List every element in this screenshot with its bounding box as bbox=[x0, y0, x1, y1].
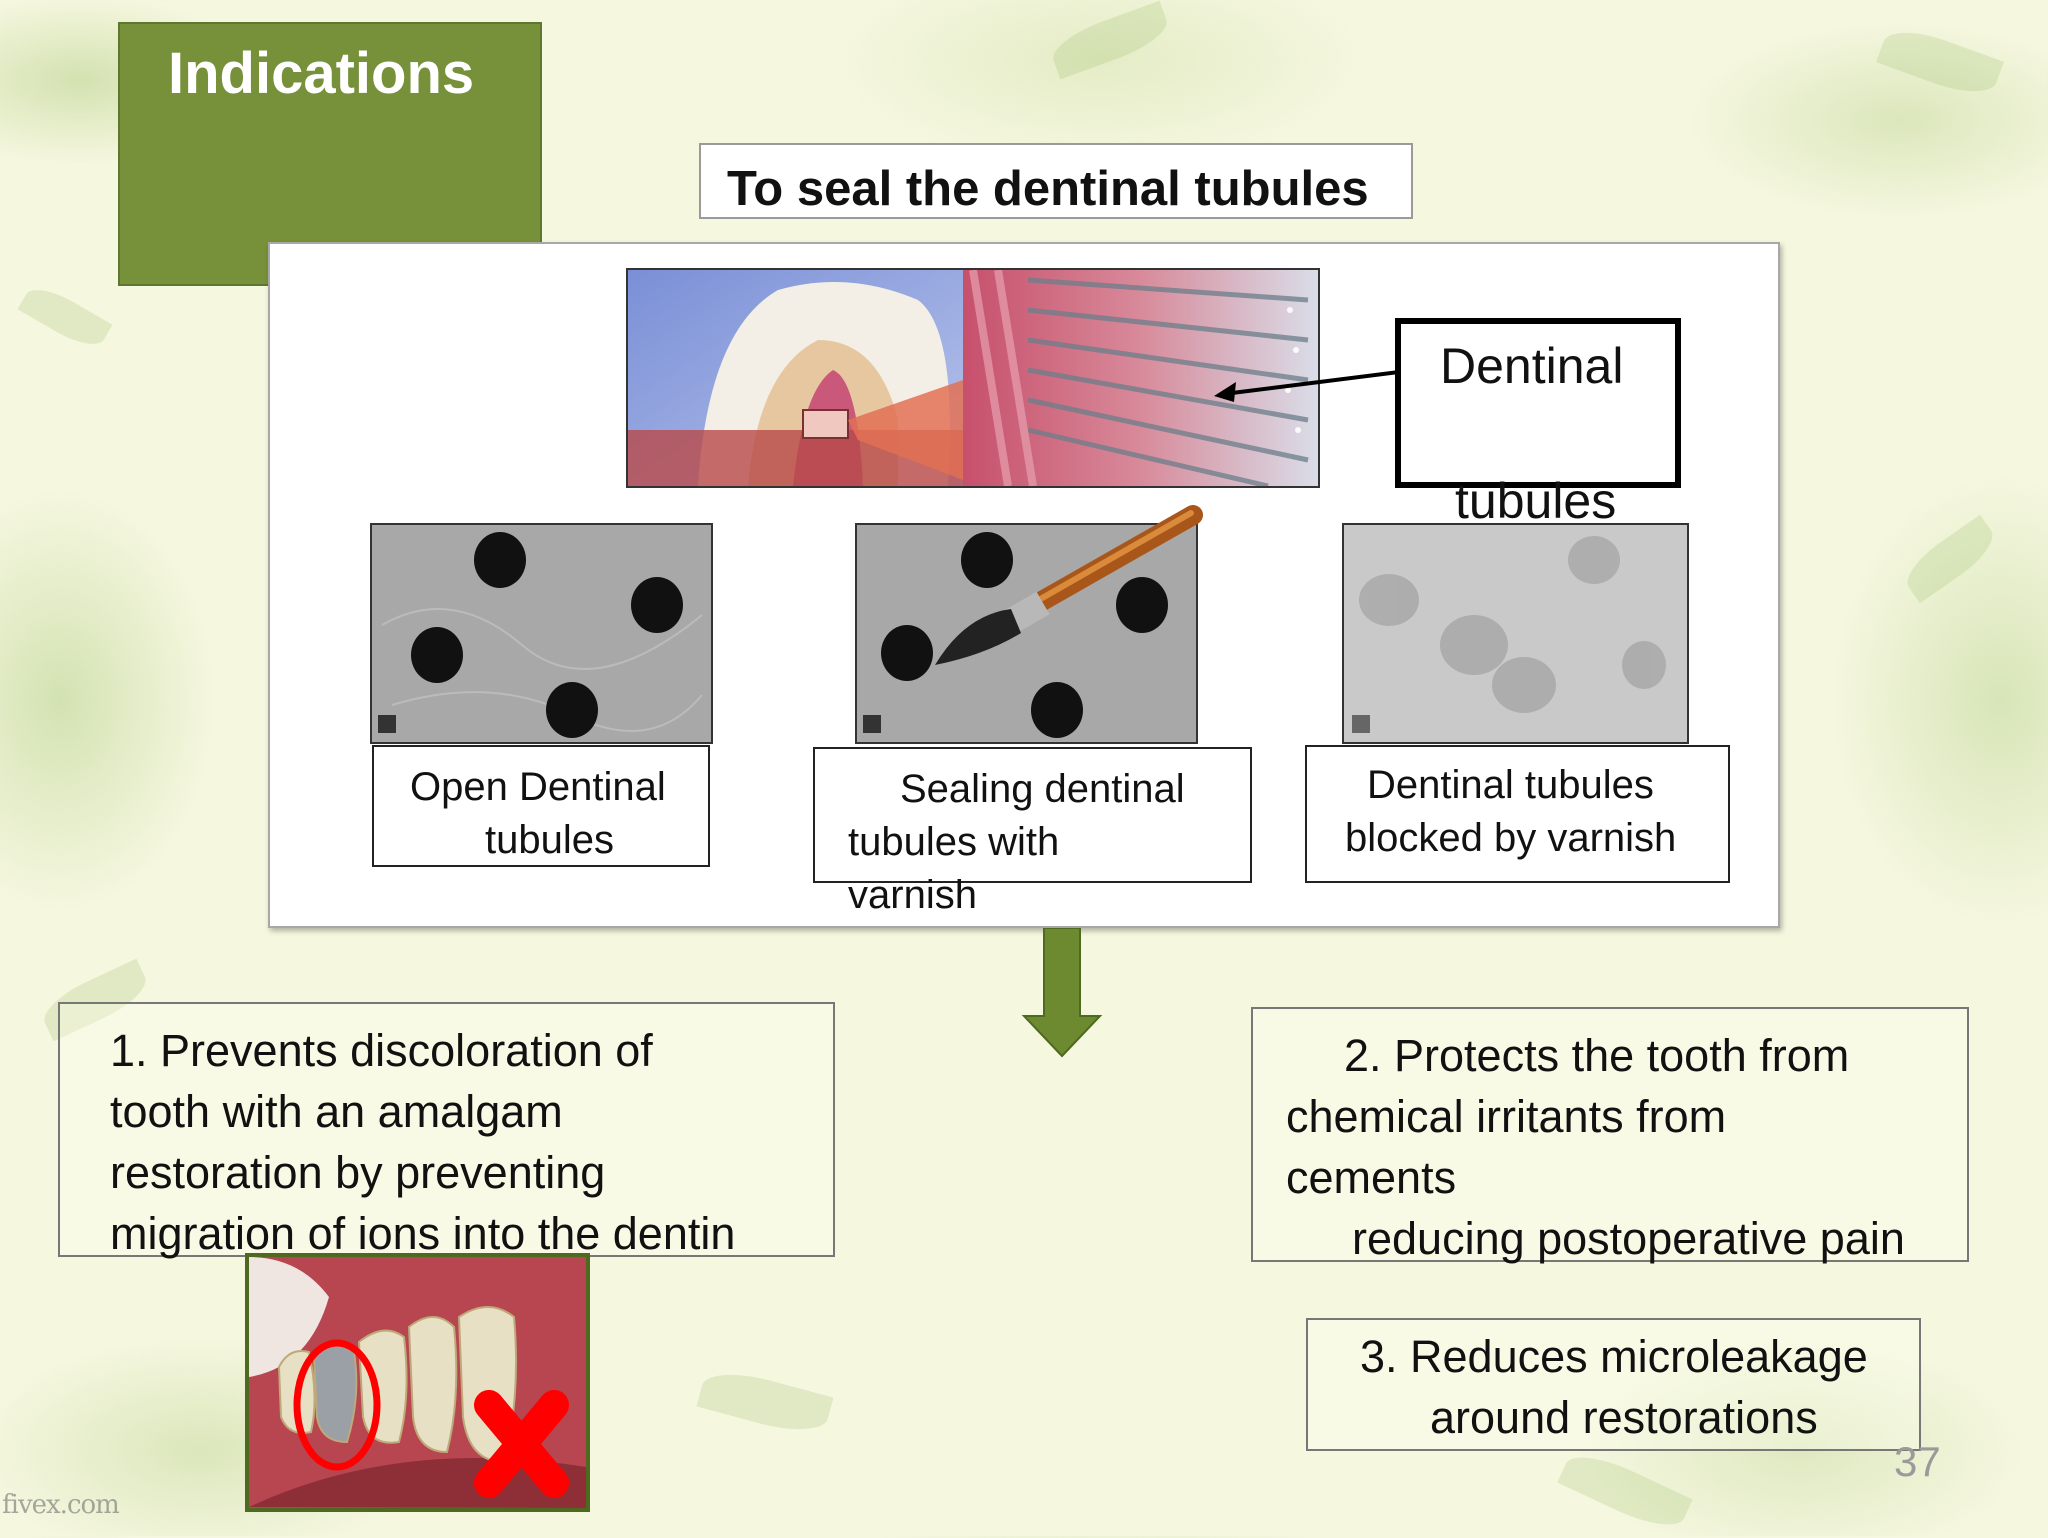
caption-blocked: Dentinal tubules blocked by varnish bbox=[1305, 745, 1730, 883]
tooth-tubules-illustration bbox=[626, 268, 1320, 488]
caption-line: varnish bbox=[848, 873, 977, 917]
sem-open-tubules-image bbox=[370, 523, 713, 744]
background-leaf bbox=[696, 1363, 834, 1441]
caption-line: Sealing dentinal bbox=[900, 767, 1185, 811]
point-1-line: tooth with an amalgam bbox=[110, 1086, 563, 1137]
paint-brush-icon bbox=[935, 505, 1203, 665]
caption-line: Dentinal tubules bbox=[1367, 763, 1654, 807]
point-2-line: chemical irritants from bbox=[1286, 1091, 1727, 1142]
background-leaf bbox=[1876, 20, 2004, 104]
caption-sealing: Sealing dentinal tubules with varnish bbox=[813, 747, 1252, 917]
caption-line: tubules with bbox=[848, 820, 1060, 864]
point-1-line: restoration by preventing bbox=[110, 1147, 606, 1198]
down-arrow bbox=[1021, 928, 1103, 1058]
sem-blocked-image bbox=[1342, 523, 1689, 744]
label-tubules: tubules bbox=[1455, 473, 1617, 529]
point-2-line: reducing postoperative pain bbox=[1352, 1213, 1905, 1264]
point-3-line: around restorations bbox=[1430, 1392, 1818, 1443]
pointer-arrow bbox=[1214, 368, 1416, 402]
point-3-line: 3. Reduces microleakage bbox=[1360, 1331, 1868, 1382]
dentinal-tubules-label-box bbox=[1395, 318, 1681, 488]
point-2-box: 2. Protects the tooth from chemical irri… bbox=[1251, 1007, 1969, 1264]
point-2-line: cements bbox=[1286, 1152, 1457, 1203]
subtitle-box: To seal the dentinal tubules bbox=[699, 143, 1413, 219]
watermark: fivex.com bbox=[2, 1490, 120, 1520]
point-1-line: migration of ions into the dentin bbox=[110, 1208, 736, 1259]
point-1-box: 1. Prevents discoloration of tooth with … bbox=[58, 1002, 835, 1259]
page-number: 37 bbox=[1894, 1438, 1941, 1485]
point-1-line: 1. Prevents discoloration of bbox=[110, 1025, 653, 1076]
background-leaf bbox=[1046, 0, 1174, 80]
point-3-box: 3. Reduces microleakage around restorati… bbox=[1306, 1318, 1921, 1451]
caption-open-tubules: Open Dentinal tubules bbox=[372, 745, 710, 867]
amalgam-tooth-photo bbox=[245, 1253, 590, 1512]
sem-sealing-image bbox=[855, 523, 1198, 744]
background-leaf bbox=[1557, 1444, 1693, 1538]
point-2-line: 2. Protects the tooth from bbox=[1344, 1030, 1850, 1081]
slide-title: Indications bbox=[168, 41, 475, 106]
label-dentinal: Dentinal bbox=[1440, 338, 1624, 394]
caption-line: tubules bbox=[485, 818, 614, 862]
caption-line: blocked by varnish bbox=[1345, 816, 1677, 860]
background-leaf bbox=[1898, 514, 2002, 604]
caption-line: Open Dentinal bbox=[410, 765, 666, 809]
background-leaf bbox=[17, 279, 113, 355]
